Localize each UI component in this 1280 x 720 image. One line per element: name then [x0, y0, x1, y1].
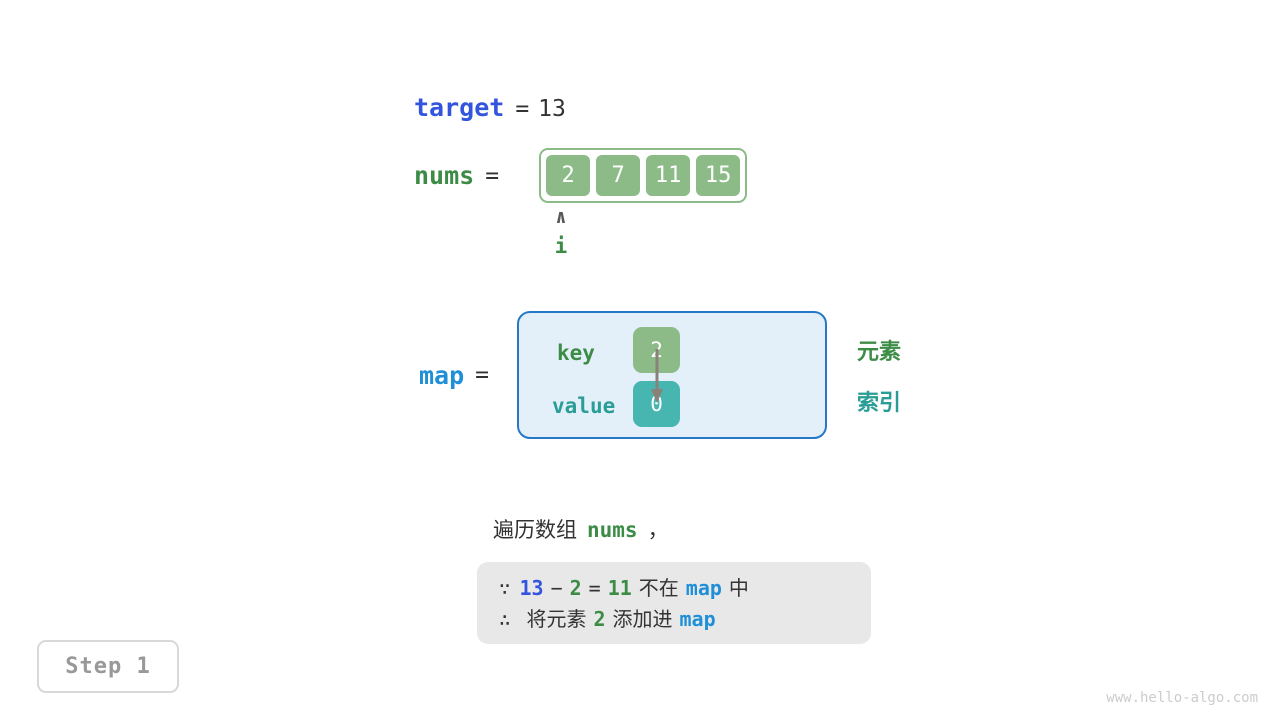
explanation-box: ∵ 13 − 2 = 11 不在 map 中 ∴ 将元素 2 添加进 map	[477, 562, 871, 644]
nums-assignment-row: nums = 2 7 11 15	[414, 148, 748, 203]
narration-prefix: 遍历数组	[493, 518, 577, 542]
map-value-label: value	[552, 394, 616, 418]
because-symbol-icon: ∵	[499, 578, 511, 600]
target-value: 13	[538, 96, 566, 122]
nums-equals-sign: =	[485, 162, 500, 189]
explanation-added-element: 2	[593, 607, 606, 631]
array-cell: 11	[644, 153, 693, 198]
explanation-line-therefore: ∴ 将元素 2 添加进 map	[499, 603, 849, 634]
nums-variable-name: nums	[414, 161, 475, 190]
explanation-map-name: map	[685, 576, 722, 600]
explanation-map-name: map	[679, 607, 716, 631]
narration-suffix: ，	[647, 518, 669, 542]
index-pointer-label: i	[554, 234, 568, 258]
explanation-equals-sign: =	[588, 576, 601, 600]
map-key-cell: 2	[633, 327, 681, 373]
explanation-minus-sign: −	[550, 576, 563, 600]
explanation-line-because: ∵ 13 − 2 = 11 不在 map 中	[499, 572, 849, 603]
step-badge: Step 1	[37, 640, 179, 693]
explanation-into-text: 添加进	[612, 607, 673, 631]
map-equals-sign: =	[475, 362, 490, 388]
therefore-symbol-icon: ∴	[499, 609, 511, 631]
explanation-complement-value: 11	[607, 576, 632, 600]
step-badge-label: Step 1	[65, 654, 151, 679]
explanation-target-value: 13	[519, 576, 544, 600]
target-assignment-row: target = 13	[414, 93, 566, 122]
explanation-not-in-text: 不在	[638, 576, 679, 600]
explanation-in-text: 中	[728, 576, 749, 600]
hash-map-container: key value 2 0	[517, 311, 828, 439]
explanation-current-element: 2	[569, 576, 582, 600]
narration-line: 遍历数组 nums ，	[493, 514, 669, 544]
explanation-add-element-text: 将元素	[526, 607, 587, 631]
map-element-side-label: 元素	[857, 340, 902, 365]
map-assignment-row: map = key value 2 0	[419, 311, 828, 439]
target-equals-sign: =	[515, 96, 530, 122]
watermark: www.hello-algo.com	[1106, 690, 1258, 706]
nums-array-container: 2 7 11 15	[539, 148, 748, 203]
map-value-cell: 0	[633, 381, 681, 427]
narration-keyword: nums	[587, 518, 638, 542]
map-key-label: key	[557, 341, 595, 365]
map-index-side-label: 索引	[857, 391, 902, 416]
array-cell: 2	[544, 153, 593, 198]
map-variable-name: map	[419, 360, 465, 390]
array-cell: 7	[594, 153, 643, 198]
array-cell: 15	[694, 153, 743, 198]
target-variable-name: target	[414, 93, 505, 122]
index-pointer-group: ∧ i	[537, 208, 585, 257]
caret-up-icon: ∧	[555, 206, 567, 228]
